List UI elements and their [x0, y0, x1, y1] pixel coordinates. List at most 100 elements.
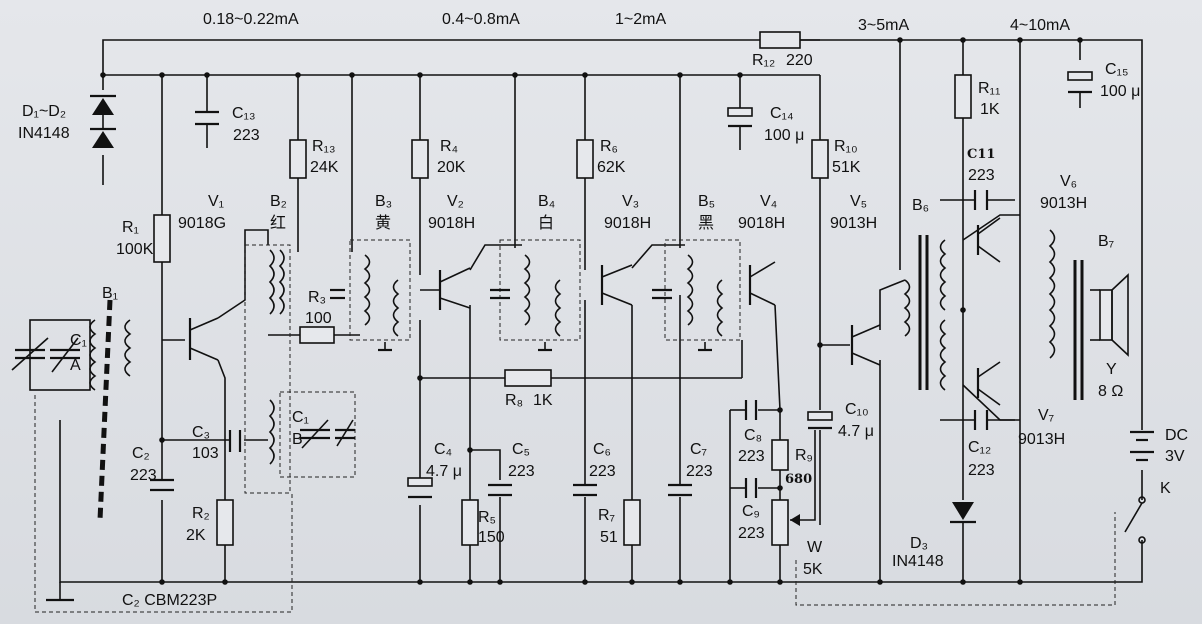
current-stage2: 0.4~0.8mA [442, 11, 520, 28]
r8-body [504, 369, 552, 387]
c10-name: C₁₀ [845, 401, 869, 418]
battery-type: DC [1165, 427, 1188, 444]
r4-value: 20K [437, 159, 466, 176]
c11-value: 223 [968, 167, 995, 184]
current-stage3: 1~2mA [615, 11, 666, 28]
speaker-label: Y [1106, 361, 1117, 378]
b2-color: 红 [270, 214, 286, 232]
r4-name: R₄ [440, 138, 458, 155]
battery-icon [1124, 430, 1154, 544]
c5-value: 223 [508, 463, 535, 480]
c2-name: C₂ [132, 445, 150, 462]
b2-label: B₂ [270, 193, 287, 210]
c6-name: C₆ [593, 441, 611, 458]
r8-name: R₈ [505, 392, 523, 409]
tuning-gang-links [34, 395, 1116, 613]
r9-value: 680 [785, 472, 812, 487]
v7-type: 9013H [1018, 431, 1065, 448]
transistor-v2 [438, 267, 471, 310]
v1-type: 9018G [178, 215, 226, 232]
v1-name: V₁ [208, 193, 224, 210]
b3-label: B₃ [375, 193, 392, 210]
r11-body [954, 74, 972, 119]
r12-value: 220 [786, 52, 813, 69]
v3-name: V₃ [622, 193, 639, 210]
c3-name: C₃ [192, 424, 210, 441]
b7-label: B₇ [1098, 233, 1114, 250]
transistor-v6 [976, 217, 1001, 263]
r9-body [771, 439, 789, 471]
c6-value: 223 [589, 463, 616, 480]
c3-value: 103 [192, 445, 219, 462]
c15-value: 100 μ [1100, 83, 1140, 100]
current-stage1: 0.18~0.22mA [203, 11, 299, 28]
r4-body [411, 139, 429, 179]
b6-label: B₆ [912, 197, 929, 214]
c2-value: 223 [130, 467, 157, 484]
diode-d1-d2-symbol [90, 94, 116, 148]
v5-name: V₅ [850, 193, 867, 210]
v2-type: 9018H [428, 215, 475, 232]
transistor-v1 [188, 317, 219, 361]
v7-name: V₇ [1038, 407, 1054, 424]
c13-name: C₁₃ [232, 105, 255, 122]
junctions [100, 37, 1083, 585]
c2-bottom-label: C₂ CBM223P [122, 592, 217, 609]
b5-label: B₅ [698, 193, 715, 210]
r5-body [461, 499, 479, 546]
capacitor-symbols [150, 71, 1093, 499]
v3-type: 9018H [604, 215, 651, 232]
v4-name: V₄ [760, 193, 777, 210]
c1b-name: C₁ [292, 409, 309, 426]
r1-value: 100K [116, 241, 154, 258]
w-body [771, 499, 789, 546]
c12-name: C₁₂ [968, 439, 991, 456]
d1d2-name: D₁~D₂ [22, 103, 66, 120]
c7-name: C₇ [690, 441, 707, 458]
r2-body [216, 499, 234, 546]
r6-name: R₆ [600, 138, 618, 155]
oscillator-coil-b2 [244, 244, 356, 494]
battery-voltage: 3V [1165, 448, 1185, 465]
v4-type: 9018H [738, 215, 785, 232]
r10-value: 51K [832, 159, 861, 176]
r8-value: 1K [533, 392, 553, 409]
r7-body [623, 499, 641, 546]
r10-body [811, 139, 829, 179]
antenna-coil-b1 [89, 299, 132, 521]
c7-value: 223 [686, 463, 713, 480]
d3-name: D₃ [910, 535, 928, 552]
r11-name: R₁₁ [978, 80, 1000, 97]
r11-value: 1K [980, 101, 1000, 118]
c1b-sub: B [292, 431, 303, 448]
c4-value: 4.7 μ [426, 463, 462, 480]
b3-color: 黄 [375, 214, 391, 232]
r3-name: R₃ [308, 289, 326, 306]
d1d2-type: IN4148 [18, 125, 70, 142]
c1a-name: C₁ [70, 332, 87, 349]
r13-name: R₁₃ [312, 138, 335, 155]
c10-value: 4.7 μ [838, 423, 874, 440]
c9-name: C₉ [742, 503, 760, 520]
r6-value: 62K [597, 159, 626, 176]
b4-label: B₄ [538, 193, 555, 210]
c11-name: C11 [967, 147, 995, 162]
output-transformer-b7 [1048, 229, 1084, 400]
current-stage4: 3~5mA [858, 17, 909, 34]
r13-value: 24K [310, 159, 339, 176]
c5-name: C₅ [512, 441, 530, 458]
c13-value: 223 [233, 127, 260, 144]
transistor-v5 [850, 324, 881, 366]
v2-name: V₂ [447, 193, 464, 210]
driver-transformer-b6 [903, 235, 947, 391]
r2-value: 2K [186, 527, 206, 544]
speaker-icon [1099, 273, 1129, 357]
v5-type: 9013H [830, 215, 877, 232]
variable-capacitor-c1a [11, 319, 91, 391]
c14-name: C₁₄ [770, 105, 793, 122]
r13-body [289, 139, 307, 179]
v6-type: 9013H [1040, 195, 1087, 212]
c9-value: 223 [738, 525, 765, 542]
resistor-symbols [153, 31, 972, 546]
transistor-v3 [600, 264, 633, 306]
